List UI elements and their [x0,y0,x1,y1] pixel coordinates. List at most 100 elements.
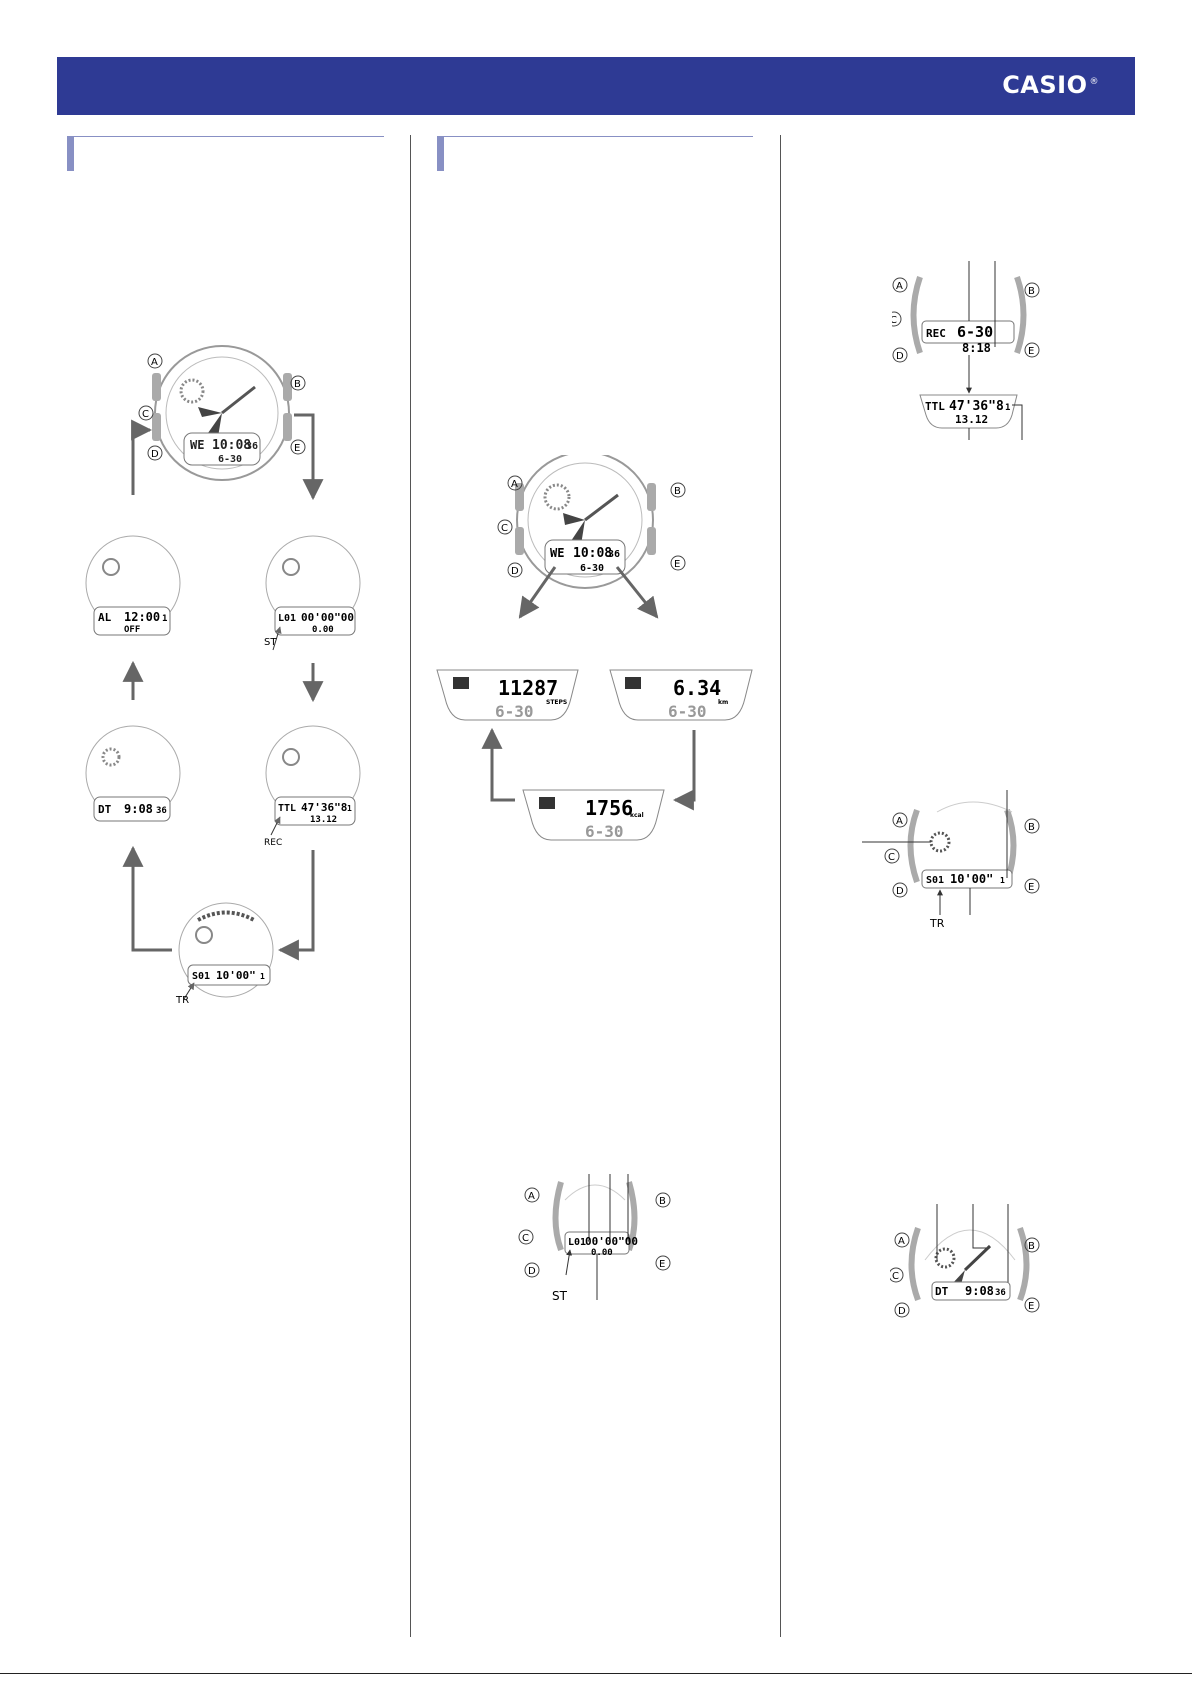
stopwatch-detail-button-c: C [522,1233,529,1244]
stopwatch-detail-callout: ST [552,1289,568,1303]
registered-mark: ® [1089,77,1099,87]
main-date: 6-30 [218,454,242,465]
distance-panel: 6.34 km 6-30 [609,669,753,721]
arrow-to-steps-loop [481,727,515,802]
record-detail-button-c: C [892,315,897,326]
step-main-weekday: WE [550,546,564,560]
alarm-label: AL [98,611,112,624]
brand-logo: CASIO® [1002,71,1099,99]
distance-unit: km [718,699,728,706]
record-detail-figure: REC 6-30 8:18 TTL 47'36"8 1 13.12 A B C … [892,261,1040,440]
alarm-index: 1 [162,614,167,624]
steps-panel: 11287 STEPS 6-30 [436,669,579,721]
arrow-to-distance [615,566,659,619]
alarm-time: 12:00 [124,610,160,624]
timer-detail-figure: S01 10'00" 1 TR A B C D E [862,790,1040,930]
button-a-label: A [151,357,158,368]
record-detail-button-d: D [896,351,904,362]
stopwatch-detail-button-e: E [659,1259,665,1270]
brand-name: CASIO [1002,71,1088,99]
distance-value: 6.34 [673,676,721,700]
record-detail-ttl-distance: 13.12 [955,413,988,426]
step-button-c: C [501,523,508,534]
column-divider-1 [410,135,411,1637]
column-divider-2 [780,135,781,1637]
lap-distance: 0.00 [312,625,334,635]
alarm-screen: AL 12:00 1 OFF [85,535,181,636]
button-d-shape [152,413,161,441]
record-detail-label: REC [926,327,946,340]
record-distance: 13.12 [310,815,337,825]
arrow-to-steps [518,566,557,619]
arrow-to-dual-time [122,845,172,952]
main-time: 10:08 [212,438,251,453]
steps-unit: STEPS [546,699,567,706]
step-button-labels: A B C D E [497,475,686,578]
step-main-seconds: 36 [608,549,620,560]
button-c-label: C [142,409,149,420]
header-bar: CASIO® [57,57,1135,115]
step-button-a: A [511,479,518,490]
calories-panel: 1756 kcal 6-30 [522,789,665,841]
dual-time-detail-button-a: A [898,1236,905,1247]
dual-time-screen: DT 9:08 36 [85,725,181,822]
timer-detail-button-b: B [1028,822,1035,833]
step-button-b: B [674,486,681,497]
record-detail-button-a: A [896,281,903,292]
arrow-to-main [131,419,153,495]
main-weekday: WE [190,438,204,452]
alarm-state: OFF [124,625,140,635]
calories-value: 1756 [585,796,633,820]
stopwatch-detail-time: 00'00"00 [585,1235,638,1248]
button-b-label: B [294,379,301,390]
record-detail-button-e: E [1028,346,1034,357]
section-heading-left [67,136,384,171]
step-button-e: E [674,559,680,570]
timer-detail-button-c: C [888,852,895,863]
step-main-time: 10:08 [573,546,612,561]
step-main-watch: WE 10:08 36 6-30 [515,455,656,589]
main-seconds: 36 [246,441,258,452]
section-heading-middle [437,136,753,171]
main-watch: WE 10:08 36 6-30 [152,345,292,481]
dual-time-label: DT [98,803,112,816]
arrow-to-calories [672,730,696,811]
dual-time-detail-button-e: E [1028,1301,1034,1312]
timer-detail-index: 1 [1000,876,1005,885]
lap-label: L01 [278,613,296,624]
dual-time-detail-button-c: C [892,1271,899,1282]
calories-date: 6-30 [585,822,624,841]
button-b-shape [283,373,292,401]
record-detail-time: 8:18 [962,341,991,355]
dual-time-seconds: 36 [156,806,167,816]
timer-time: 10'00" [216,969,256,982]
record-detail-button-b: B [1028,286,1035,297]
record-detail-date: 6-30 [957,323,993,341]
button-d-label: D [151,449,159,460]
step-main-date: 6-30 [580,563,604,574]
record-detail-ttl-time: 47'36"8 [949,399,1004,414]
record-callout: REC [264,838,282,848]
dual-time-detail-figure: DT 9:08 36 A B C D E [890,1204,1040,1318]
dual-time-detail-time: 9:08 [965,1284,994,1298]
distance-date: 6-30 [668,702,707,721]
timer-detail-label: S01 [926,875,944,886]
timer-detail-time: 10'00" [950,872,993,886]
lap-callout: ST [264,637,277,648]
arrow-to-timer [277,850,315,961]
step-button-d: D [511,566,519,577]
stopwatch-detail-distance: 0.00 [591,1248,613,1258]
arrow-to-lap [294,413,324,501]
steps-date: 6-30 [495,702,534,721]
record-detail-ttl-index: 1 [1005,403,1010,413]
lap-time: 00'00"00 [301,611,354,624]
timer-detail-button-e: E [1028,882,1034,893]
steps-value: 11287 [498,676,558,700]
button-labels: A B C D E [138,353,306,461]
stopwatch-detail-button-d: D [528,1266,536,1277]
dual-time-detail-button-b: B [1028,1241,1035,1252]
button-e-label: E [294,443,300,454]
timer-index: 1 [260,972,265,981]
stopwatch-detail-figure: L01 00'00"00 0.00 ST A B C D E [518,1174,671,1303]
dual-time-detail-seconds: 36 [995,1288,1006,1298]
